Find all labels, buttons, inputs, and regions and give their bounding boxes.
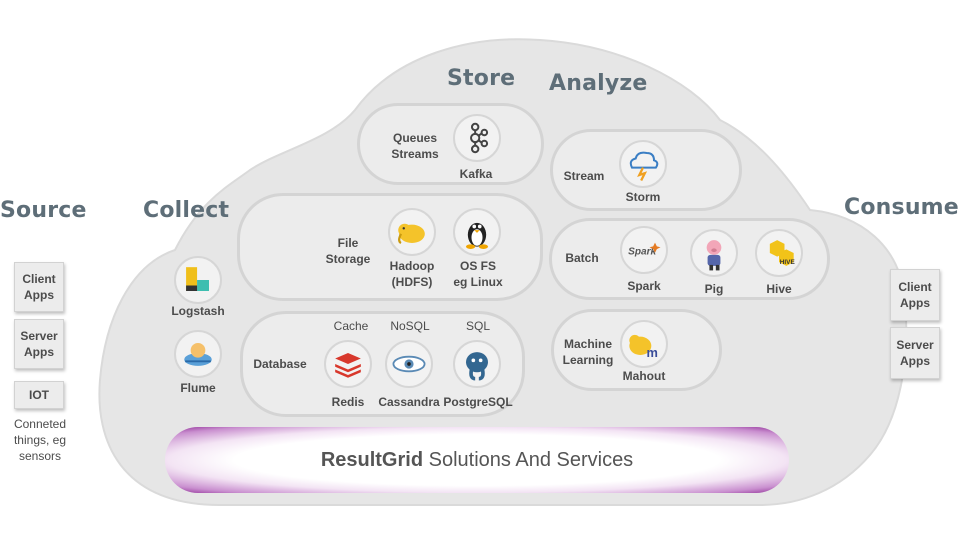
sql-label: SQL: [465, 319, 490, 333]
mahout-label: Mahout: [622, 369, 666, 383]
spark-icon: Spark: [620, 226, 668, 274]
cassandra-label: Cassandra: [378, 395, 440, 409]
heading-source: Source: [0, 198, 87, 223]
storm-icon: [619, 140, 667, 188]
iot-note: Conneted things, eg sensors: [13, 417, 67, 463]
heading-analyze: Analyze: [549, 71, 648, 96]
source-client-apps: Client Apps: [14, 262, 64, 312]
source-iot: IOT: [14, 381, 64, 409]
queues-streams-label: Queues Streams: [391, 131, 439, 161]
redis-icon: [324, 340, 372, 388]
machine-learning-pill: [551, 309, 722, 391]
kafka-label: Kafka: [459, 167, 493, 181]
osfs-label: OS FS eg Linux: [453, 259, 503, 289]
machine-learning-label: Machine Learning: [562, 337, 614, 367]
resultgrid-banner: ResultGrid Solutions And Services: [165, 427, 789, 493]
postgresql-label: PostgreSQL: [443, 395, 513, 409]
hive-icon: HIVE: [755, 229, 803, 277]
mahout-icon-text: m: [647, 345, 658, 360]
linux-tux-icon: [453, 208, 501, 256]
consume-client-apps: Client Apps: [890, 269, 940, 321]
flume-icon: [174, 330, 222, 378]
heading-store: Store: [447, 66, 516, 91]
spark-icon-text: Spark: [628, 247, 657, 258]
logstash-label: Logstash: [171, 304, 225, 318]
batch-label: Batch: [565, 251, 599, 265]
mahout-icon: m: [620, 320, 668, 368]
logstash-icon: [174, 256, 222, 304]
database-label: Database: [253, 357, 307, 371]
flume-label: Flume: [180, 381, 216, 395]
banner-brand: ResultGrid: [320, 448, 424, 471]
spark-label: Spark: [627, 279, 661, 293]
cache-label: Cache: [333, 319, 369, 333]
kafka-icon: [453, 114, 501, 162]
stream-label: Stream: [563, 169, 605, 183]
postgresql-icon: [453, 340, 501, 388]
consume-server-apps: Server Apps: [890, 327, 940, 379]
redis-label: Redis: [331, 395, 365, 409]
banner-tagline: Solutions And Services: [428, 448, 634, 471]
heading-collect: Collect: [143, 198, 230, 223]
file-storage-label: File Storage: [325, 236, 371, 266]
queues-streams-pill: [357, 103, 544, 185]
cassandra-icon: [385, 340, 433, 388]
pig-label: Pig: [704, 282, 724, 296]
storm-label: Storm: [625, 190, 661, 204]
hadoop-icon: [388, 208, 436, 256]
source-server-apps: Server Apps: [14, 319, 64, 369]
hive-label: Hive: [766, 282, 792, 296]
heading-consume: Consume: [844, 195, 959, 220]
hadoop-label: Hadoop (HDFS): [389, 259, 435, 289]
nosql-label: NoSQL: [390, 319, 430, 333]
pig-icon: [690, 229, 738, 277]
hive-icon-text: HIVE: [780, 259, 796, 266]
